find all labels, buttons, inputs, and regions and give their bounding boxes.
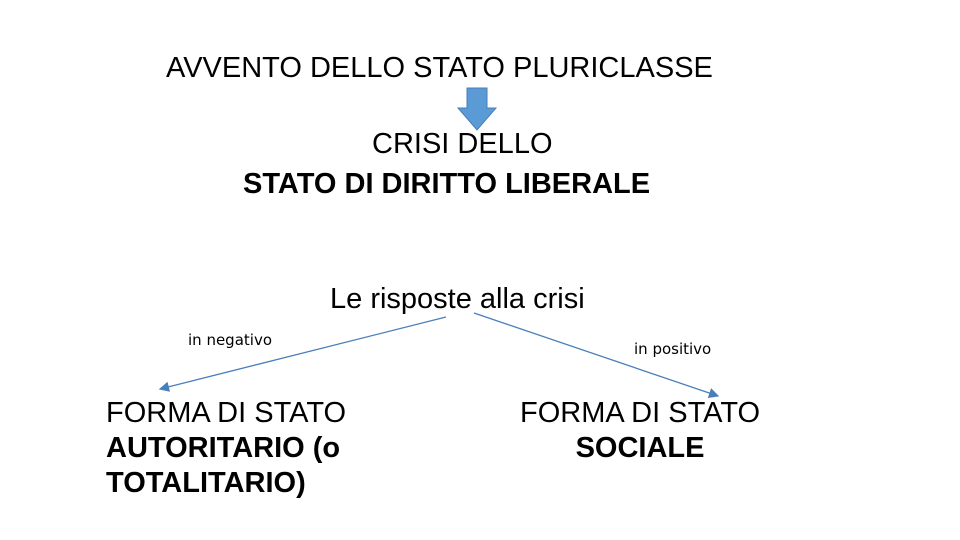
social-line-1: FORMA DI STATO [520, 397, 761, 429]
social-line-2: SOCIALE [575, 432, 705, 464]
responses-label: Le risposte alla crisi [330, 283, 585, 315]
down-arrow-icon [456, 87, 498, 131]
positive-connector-line [473, 312, 720, 398]
negative-branch-label: in negativo [188, 331, 272, 349]
social-state-box: FORMA DI STATO SOCIALE [520, 396, 760, 466]
authoritarian-line-1: FORMA DI STATO [106, 397, 347, 429]
positive-branch-label: in positivo [634, 340, 712, 358]
crisis-line-2: STATO DI DIRITTO LIBERALE [243, 168, 651, 200]
main-title: AVVENTO DELLO STATO PLURICLASSE [166, 52, 713, 84]
crisis-line-1: CRISI DELLO [372, 128, 553, 160]
authoritarian-line-3: TOTALITARIO) [106, 467, 306, 499]
authoritarian-line-2: AUTORITARIO (o [106, 432, 341, 464]
negative-connector-line [158, 316, 447, 392]
authoritarian-state-box: FORMA DI STATO AUTORITARIO (o TOTALITARI… [106, 396, 346, 501]
